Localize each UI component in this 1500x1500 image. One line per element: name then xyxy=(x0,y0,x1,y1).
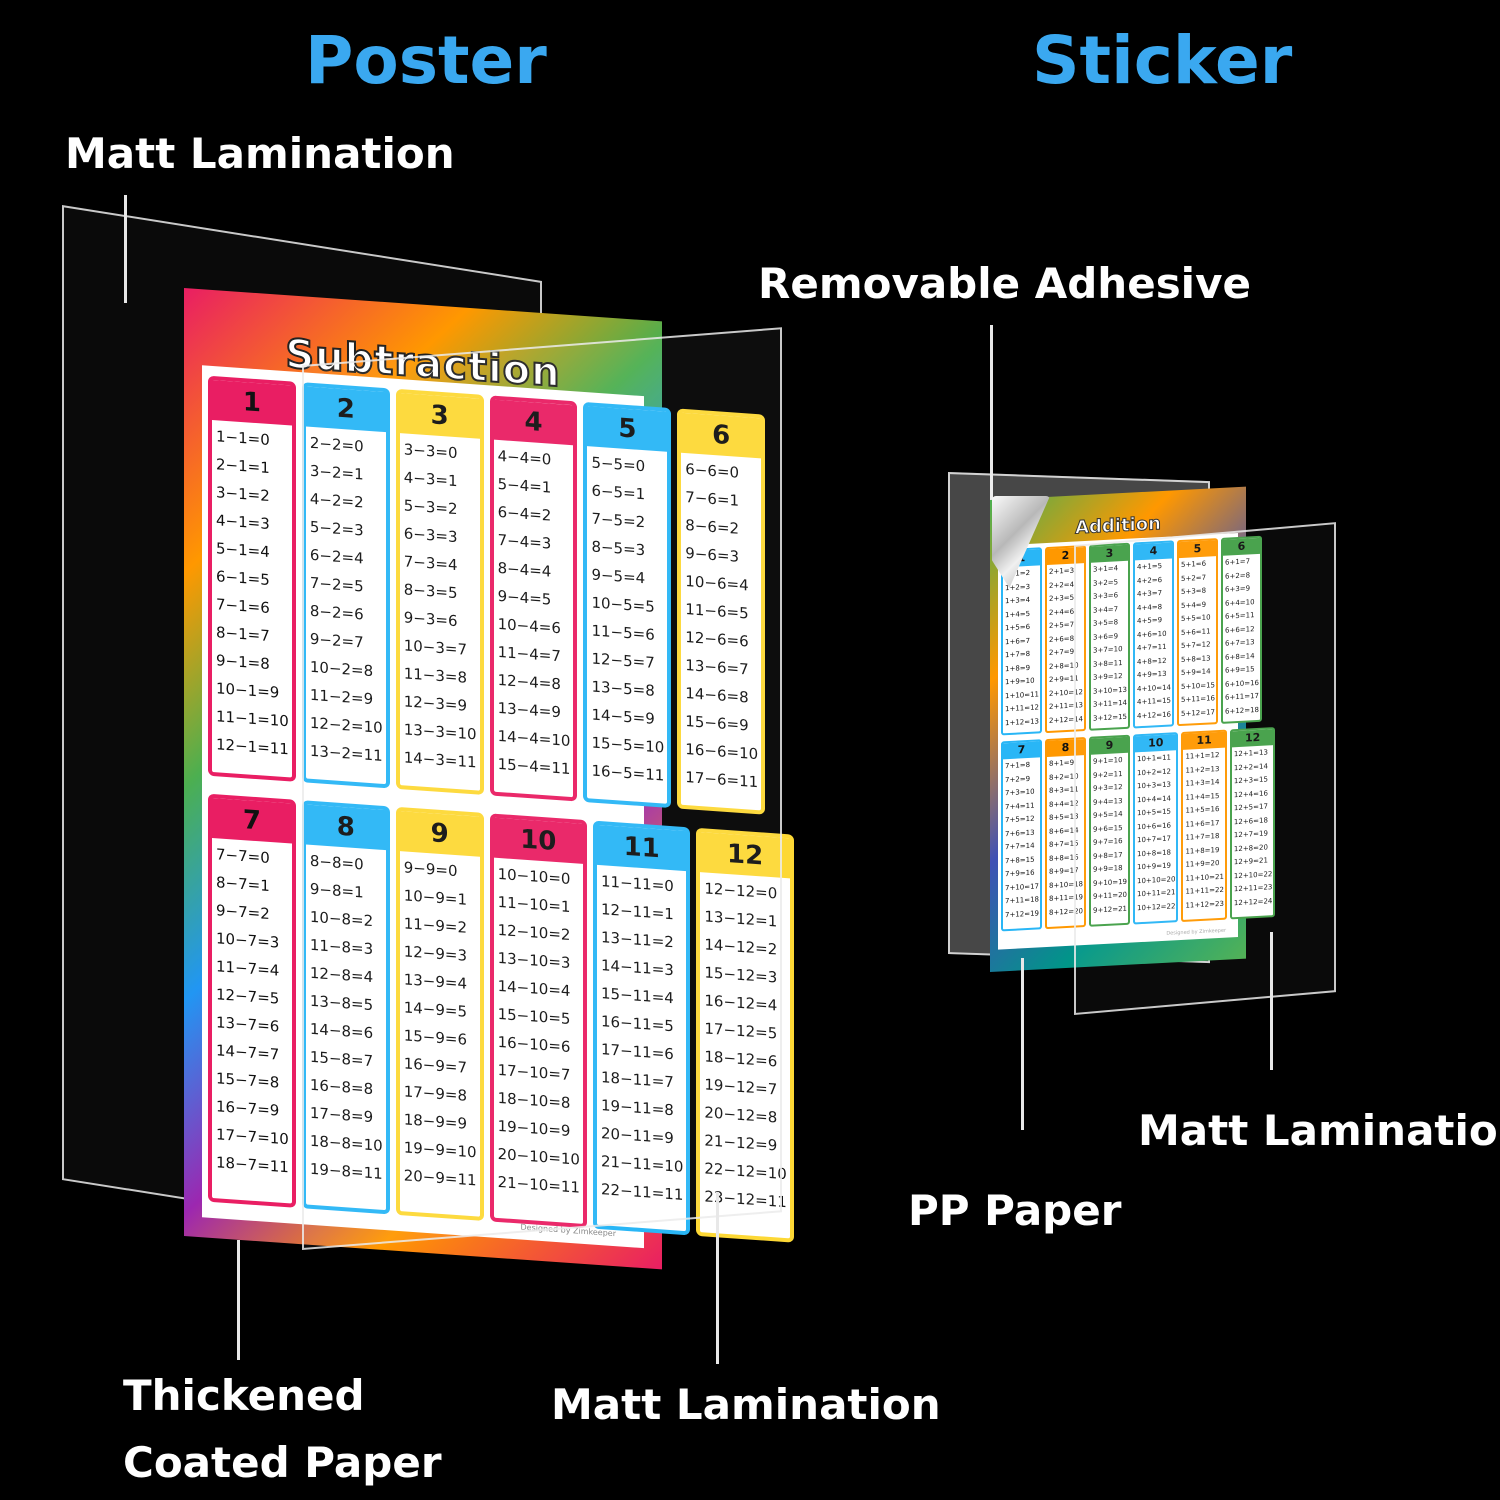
thickened-label-line-1: Thickened xyxy=(123,1371,365,1420)
poster-fact-row: 12−1=11 xyxy=(216,735,289,759)
sticker-lamination-sheet xyxy=(1074,522,1336,1015)
poster-matt-lamination-label: Matt Lamination xyxy=(65,129,455,178)
sticker-fact-row: 1+9=10 xyxy=(1005,676,1035,687)
pp-paper-label: PP Paper xyxy=(908,1186,1122,1235)
sticker-fact-row: 7+9=16 xyxy=(1005,868,1035,879)
sticker-lamination-label: Matt Lamination xyxy=(1138,1106,1500,1155)
removable-adhesive-leader xyxy=(990,325,993,517)
sticker-heading: Sticker xyxy=(1032,22,1293,99)
sticker-fact-row: 7+12=19 xyxy=(1005,908,1039,919)
poster-column-header: 1 xyxy=(212,379,292,426)
sticker-fact-row: 7+7=14 xyxy=(1005,841,1035,852)
poster-matt-lamination-leader xyxy=(124,195,127,303)
poster-heading: Poster xyxy=(305,22,547,99)
poster-back-lamination-label: Matt Lamination xyxy=(551,1380,941,1429)
poster-back-lamination-leader xyxy=(716,1192,719,1364)
sticker-fact-row: 7+11=18 xyxy=(1005,895,1039,906)
removable-adhesive-label: Removable Adhesive xyxy=(758,259,1251,308)
sticker-fact-row: 1+12=13 xyxy=(1005,716,1039,727)
poster-fact-row: 18−7=11 xyxy=(216,1153,289,1177)
sticker-fact-row: 7+5=12 xyxy=(1005,814,1035,825)
pp-paper-leader xyxy=(1021,958,1024,1130)
poster-column-header: 7 xyxy=(212,797,292,844)
thickened-label-line-2: Coated Paper xyxy=(123,1438,442,1487)
thickened-paper-leader xyxy=(237,1240,240,1360)
poster-back-lamination-sheet xyxy=(302,327,782,1251)
sticker-fact-row: 7+3=10 xyxy=(1005,787,1035,798)
sticker-lamination-leader xyxy=(1270,932,1273,1070)
sticker-fact-row: 1+11=12 xyxy=(1005,703,1039,714)
